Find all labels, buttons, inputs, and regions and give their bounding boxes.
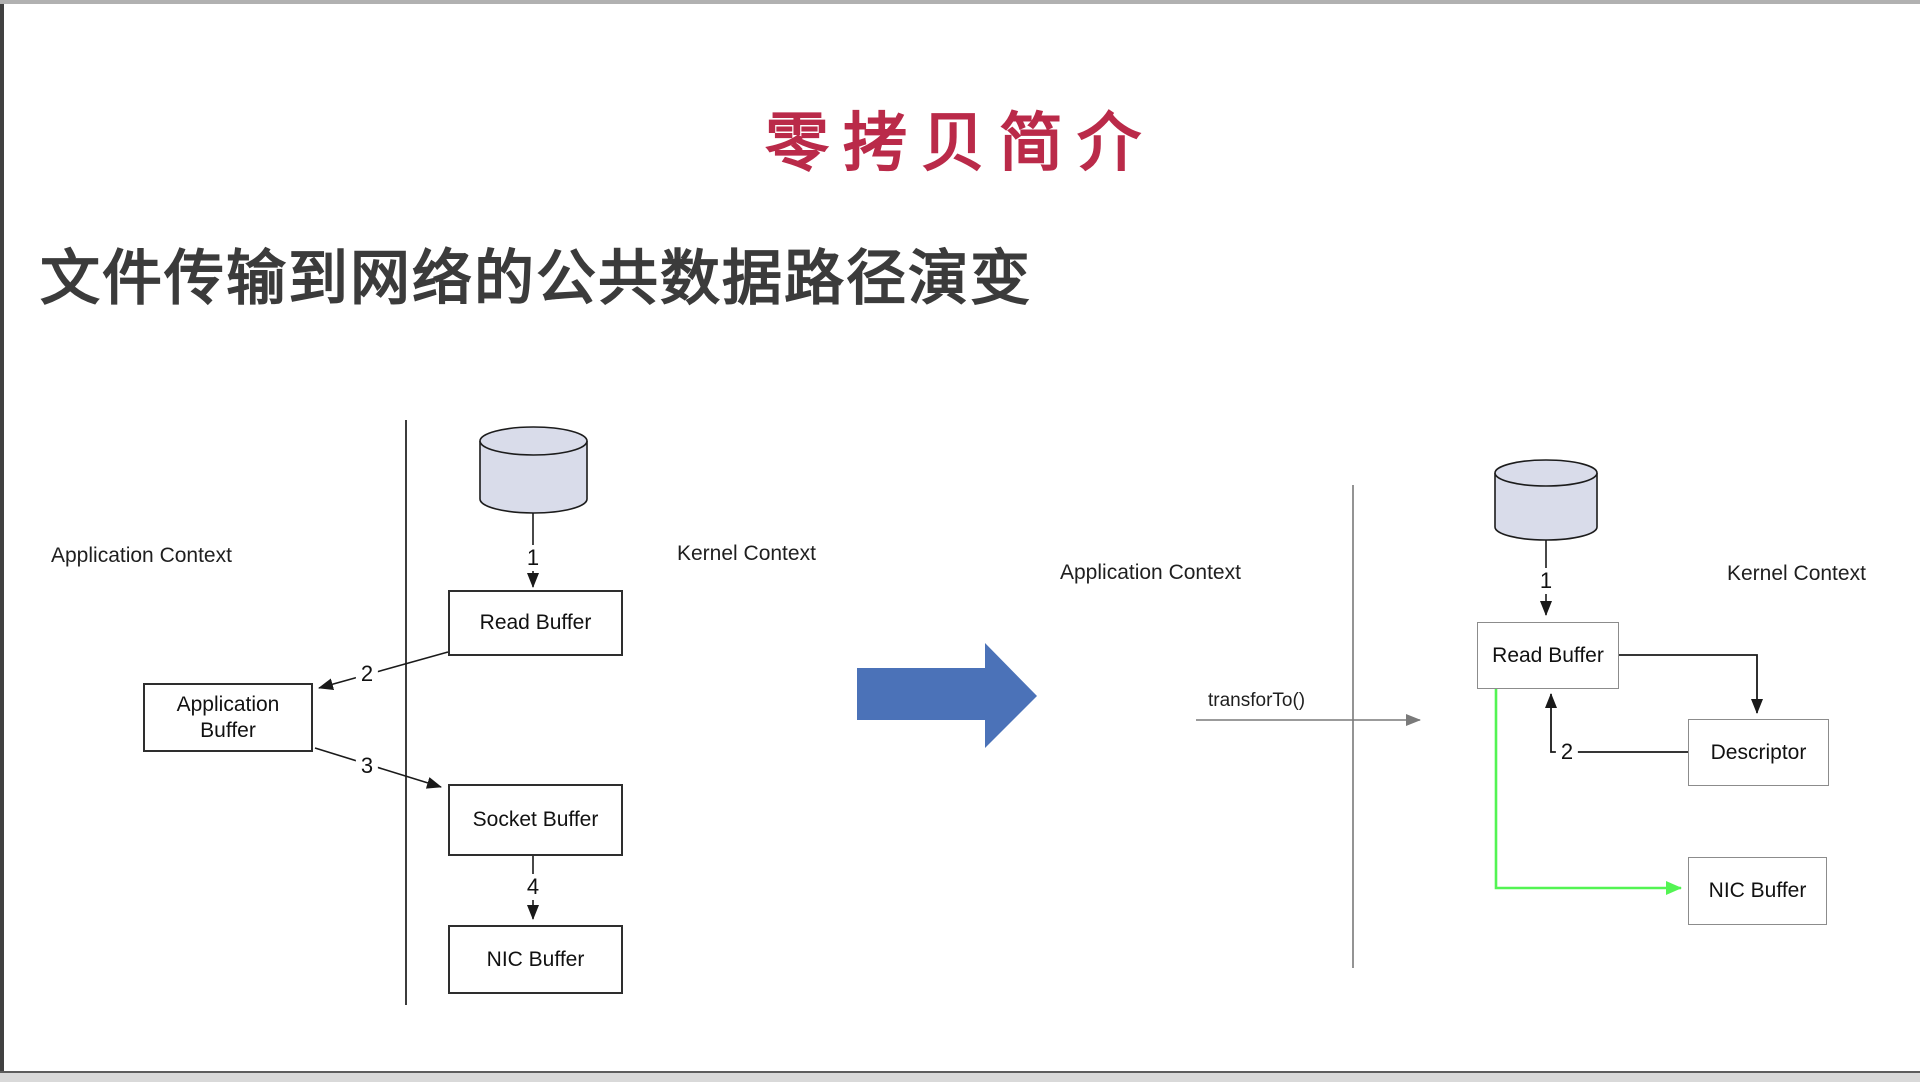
right-read-buffer-box: Read Buffer: [1477, 622, 1619, 689]
page-title: 零拷贝简介: [765, 107, 1155, 179]
left-kernel-context-label: Kernel Context: [677, 542, 816, 565]
right-step-1-label: 1: [1534, 568, 1558, 594]
descriptor-box: Descriptor: [1688, 719, 1829, 786]
page-subtitle: 文件传输到网络的公共数据路径演变: [40, 245, 1032, 312]
nic-buffer-box: NIC Buffer: [448, 925, 623, 994]
step-3-label: 3: [355, 753, 379, 779]
right-step-2-label: 2: [1555, 739, 1579, 765]
left-application-context-label: Application Context: [51, 544, 232, 567]
window-edge-top: [0, 0, 1920, 4]
right-step2-arrow: [1545, 693, 1688, 753]
read-to-descriptor-arrow: [1617, 654, 1763, 714]
step-2-label: 2: [355, 661, 379, 687]
step2-arrow: [318, 651, 449, 691]
window-edge-bottom: [0, 1071, 1920, 1082]
read-buffer-box: Read Buffer: [448, 590, 623, 656]
disk-icon: [1494, 459, 1598, 541]
step-1-label: 1: [521, 545, 545, 571]
window-edge-left: [0, 0, 4, 1080]
right-application-context-label: Application Context: [1060, 561, 1241, 584]
right-arrow-icon: [857, 643, 1037, 748]
right-kernel-context-label: Kernel Context: [1727, 562, 1866, 585]
disk-icon: [479, 426, 588, 514]
transforto-call-label: transforTo(): [1208, 690, 1306, 711]
step-4-label: 4: [521, 874, 545, 900]
application-buffer-box: Application Buffer: [143, 683, 313, 752]
zero-copy-green-arrow: [1494, 688, 1682, 895]
right-nic-buffer-box: NIC Buffer: [1688, 857, 1827, 925]
socket-buffer-box: Socket Buffer: [448, 784, 623, 856]
